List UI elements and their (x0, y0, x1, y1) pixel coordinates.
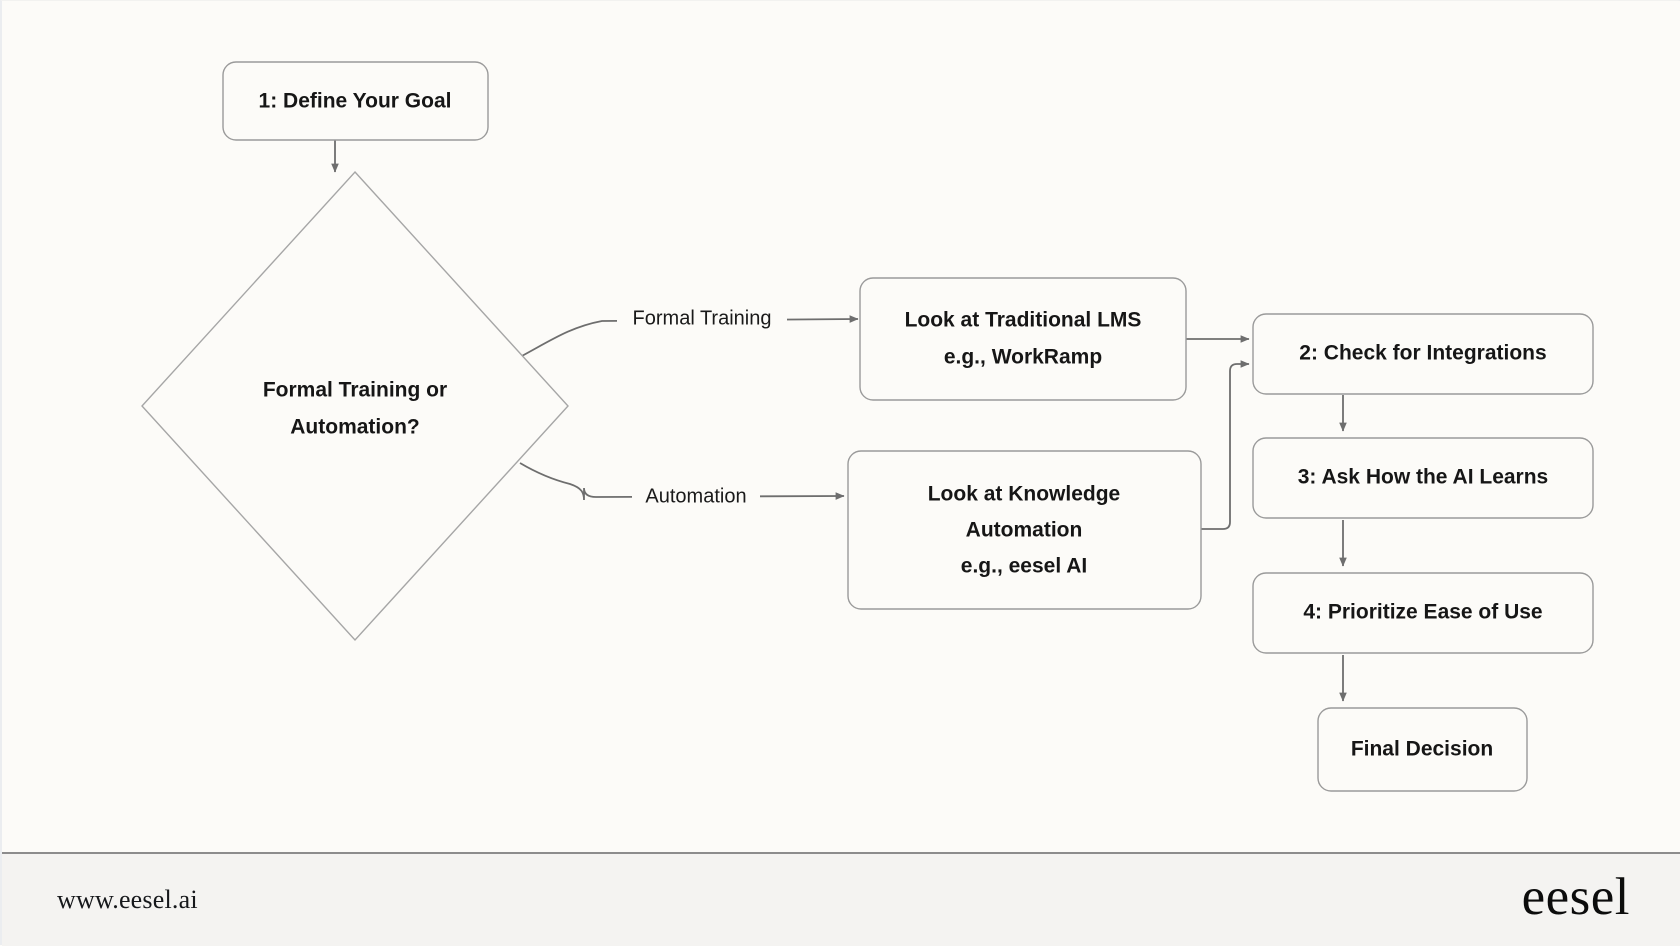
node-look-at-knowledge-automation[interactable]: Look at Knowledge Automation e.g., eesel… (847, 450, 1202, 610)
node-define-your-goal-label: 1: Define Your Goal (259, 90, 452, 113)
edge-decision-to-lms (519, 315, 859, 358)
node-look-at-traditional-lms-label-line2: e.g., WorkRamp (944, 346, 1102, 369)
node-decision-formal-training-or-automation[interactable]: Formal Training or Automation? (141, 170, 569, 642)
node-look-at-traditional-lms-label-line1: Look at Traditional LMS (905, 309, 1142, 332)
edge-label-formal-training-bg (617, 303, 787, 333)
node-look-at-knowledge-automation-shape[interactable] (847, 450, 1202, 610)
footer-url[interactable]: www.eesel.ai (57, 885, 198, 914)
node-prioritize-ease-of-use-label: 4: Prioritize Ease of Use (1303, 601, 1542, 624)
node-ask-how-the-ai-learns-label: 3: Ask How the AI Learns (1298, 466, 1549, 489)
page-footer: www.eesel.ai eesel (2, 852, 1680, 946)
node-look-at-traditional-lms-shape[interactable] (859, 277, 1187, 401)
edge-label-formal-training: Formal Training (633, 307, 772, 329)
edges-layer (331, 140, 1347, 702)
edge-label-automation-bg (632, 481, 760, 511)
node-final-decision-shape[interactable] (1317, 707, 1528, 792)
node-final-decision[interactable]: Final Decision (1317, 707, 1528, 792)
node-prioritize-ease-of-use-shape[interactable] (1252, 572, 1594, 654)
node-check-for-integrations-label: 2: Check for Integrations (1299, 342, 1546, 365)
node-ask-how-the-ai-learns[interactable]: 3: Ask How the AI Learns (1252, 437, 1594, 519)
node-look-at-traditional-lms[interactable]: Look at Traditional LMS e.g., WorkRamp (859, 277, 1187, 401)
flowchart-canvas: Formal Training Automation 1: Define You… (2, 1, 1680, 852)
node-look-at-knowledge-automation-label-line3: e.g., eesel AI (961, 555, 1087, 578)
edge-decision-to-automation (519, 462, 845, 501)
node-look-at-knowledge-automation-label-line1: Look at Knowledge (928, 483, 1121, 506)
edge-label-automation: Automation (645, 485, 746, 507)
node-look-at-knowledge-automation-label-line2: Automation (966, 519, 1083, 542)
edge-labels-layer: Formal Training Automation (617, 303, 787, 511)
eesel-logo: eesel (1521, 867, 1630, 926)
flowchart-svg: Formal Training Automation 1: Define You… (141, 61, 1594, 792)
node-final-decision-label: Final Decision (1351, 738, 1493, 761)
edge-automation-to-step2 (1200, 360, 1250, 530)
node-define-your-goal[interactable]: 1: Define Your Goal (222, 61, 489, 141)
node-prioritize-ease-of-use[interactable]: 4: Prioritize Ease of Use (1252, 572, 1594, 654)
node-ask-how-the-ai-learns-shape[interactable] (1252, 437, 1594, 519)
node-check-for-integrations[interactable]: 2: Check for Integrations (1252, 313, 1594, 395)
node-check-for-integrations-shape[interactable] (1252, 313, 1594, 395)
node-define-your-goal-shape[interactable] (222, 61, 489, 141)
node-decision-shape[interactable] (141, 170, 569, 642)
node-decision-label-line1: Formal Training or (263, 379, 447, 402)
node-decision-label-line2: Automation? (290, 416, 419, 439)
